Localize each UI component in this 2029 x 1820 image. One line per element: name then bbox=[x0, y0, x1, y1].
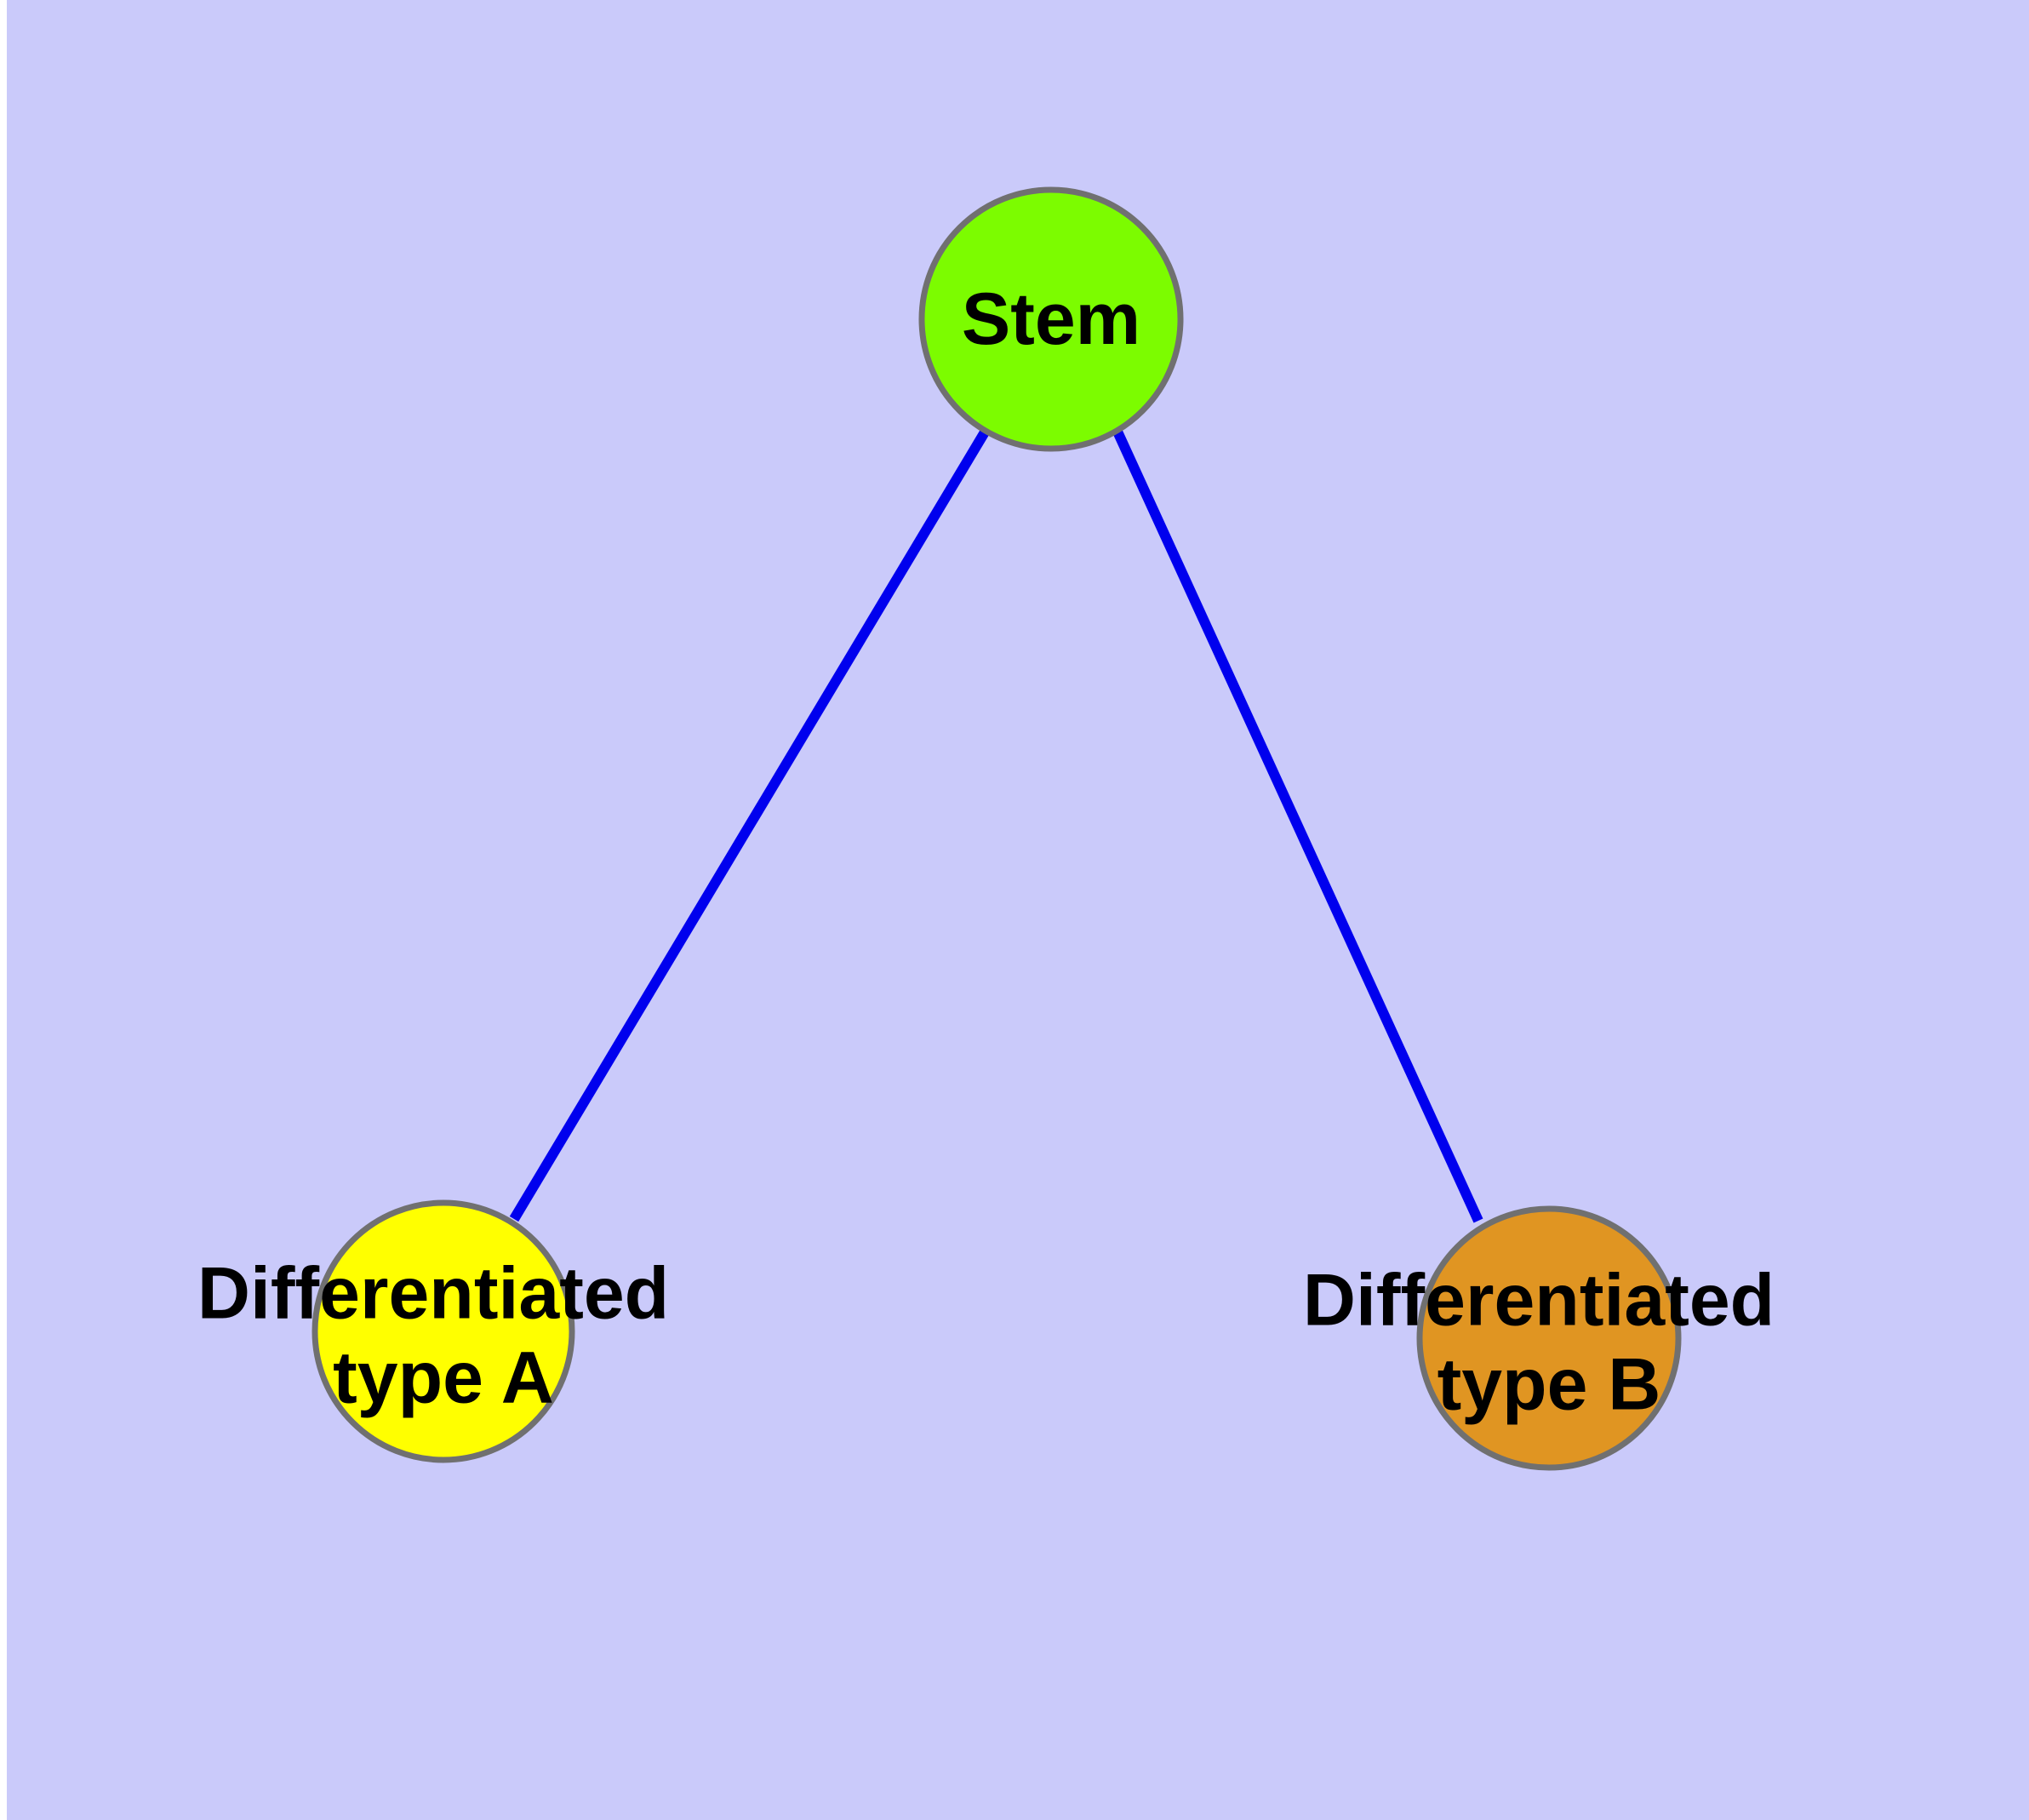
node-differentiated-type-a[interactable]: Differentiated type A bbox=[197, 1199, 689, 1463]
node-differentiated-type-b-label: Differentiated type B bbox=[1303, 1260, 1795, 1426]
node-differentiated-type-b[interactable]: Differentiated type B bbox=[1303, 1205, 1795, 1471]
node-differentiated-type-a-label: Differentiated type A bbox=[197, 1253, 689, 1419]
edge-layer bbox=[509, 427, 1483, 1223]
node-stem-label: Stem bbox=[962, 278, 1140, 360]
node-differentiated-type-b-circle[interactable] bbox=[1416, 1205, 1682, 1471]
node-layer: Stem Differentiated type A Differentiate… bbox=[197, 186, 1795, 1471]
edge-stem-to-differentiated-type-b[interactable] bbox=[1112, 429, 1483, 1223]
node-stem-circle[interactable] bbox=[918, 186, 1184, 452]
edge-stem-to-differentiated-type-a[interactable] bbox=[509, 427, 991, 1222]
node-stem[interactable]: Stem bbox=[918, 186, 1184, 452]
node-differentiated-type-a-circle[interactable] bbox=[311, 1199, 575, 1463]
